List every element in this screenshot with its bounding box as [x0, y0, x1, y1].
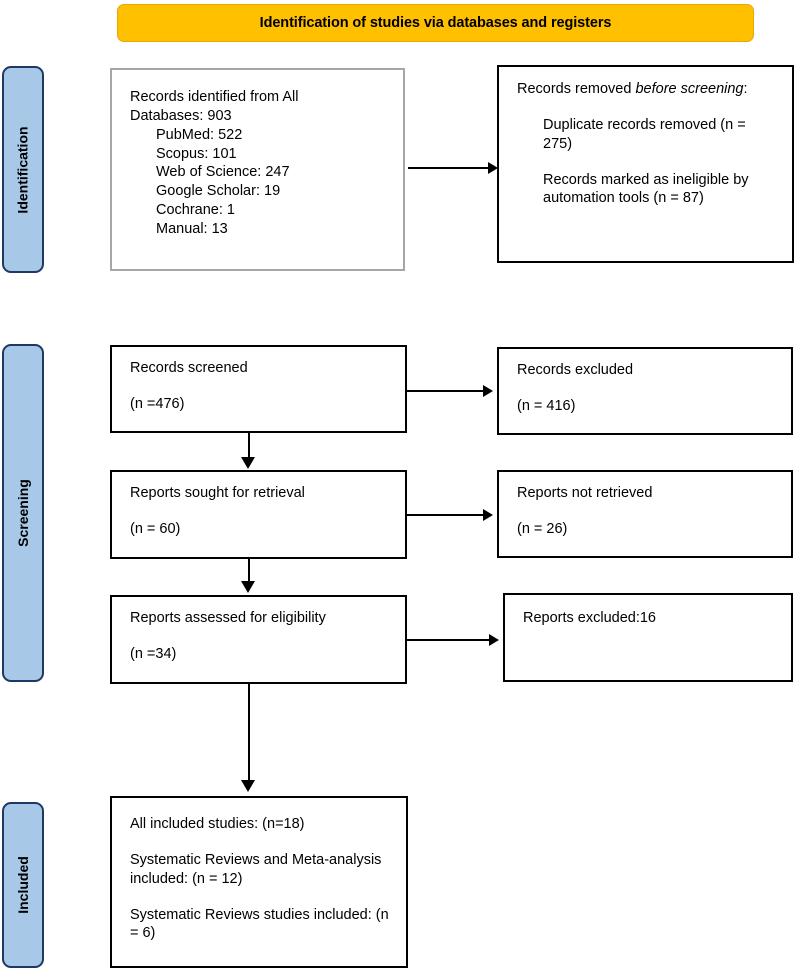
- records-removed-title-italic: before screening: [635, 81, 744, 97]
- records-identified-source-pubmed: PubMed: 522: [156, 126, 243, 143]
- box-reports-sought-for-retrieval: Reports sought for retrieval (n = 60): [110, 470, 407, 559]
- records-identified-line2: Databases: 903: [130, 107, 232, 124]
- records-identified-source-scopus: Scopus: 101: [156, 145, 237, 162]
- records-identified-line1: Records identified from All: [130, 89, 299, 105]
- arrowhead-sought-to-not-retrieved-icon: [483, 509, 493, 521]
- connector-sought-to-not-retrieved: [407, 514, 485, 516]
- included-systematic-reviews-meta-analysis: Systematic Reviews and Meta-analysis inc…: [130, 851, 382, 887]
- reports-sought-label: Reports sought for retrieval: [130, 485, 305, 501]
- arrowhead-screened-to-excluded-icon: [483, 385, 493, 397]
- box-records-identified: Records identified from All Databases: 9…: [110, 68, 405, 271]
- connector-screened-to-excluded: [407, 390, 485, 392]
- stage-bar-included: Included: [2, 802, 44, 968]
- connector-assessed-to-excluded16: [407, 639, 491, 641]
- records-removed-title-suffix: :: [743, 81, 748, 97]
- arrowhead-assessed-to-included-icon: [241, 780, 255, 792]
- stage-label-included: Included: [15, 856, 31, 914]
- reports-excluded-16-label: Reports excluded:16: [523, 610, 656, 626]
- connector-sought-to-assessed: [248, 559, 250, 583]
- records-removed-title: Records removed before screening:: [517, 80, 778, 99]
- box-reports-excluded-16: Reports excluded:16: [503, 593, 793, 682]
- records-identified-source-google-scholar: Google Scholar: 19: [156, 183, 281, 200]
- arrowhead-assessed-to-excluded16-icon: [489, 634, 499, 646]
- box-records-screened: Records screened (n =476): [110, 345, 407, 433]
- arrowhead-screened-to-sought-icon: [241, 457, 255, 469]
- records-identified-source-web-of-science: Web of Science: 247: [156, 164, 290, 181]
- records-removed-automation: Records marked as ineligible by automati…: [543, 171, 749, 207]
- stage-bar-identification: Identification: [2, 66, 44, 273]
- records-excluded-count: (n = 416): [517, 397, 576, 414]
- included-all-studies: All included studies: (n=18): [130, 816, 305, 832]
- connector-assessed-to-included: [248, 684, 250, 782]
- included-systematic-reviews-studies: Systematic Reviews studies included: (n …: [130, 906, 389, 942]
- stage-label-identification: Identification: [15, 125, 31, 214]
- connector-identified-to-removed: [408, 167, 490, 169]
- records-screened-label: Records screened: [130, 360, 248, 376]
- diagram-title: Identification of studies via databases …: [259, 15, 612, 31]
- arrowhead-identified-to-removed-icon: [488, 162, 498, 174]
- diagram-header-banner: Identification of studies via databases …: [117, 4, 754, 42]
- box-reports-not-retrieved: Reports not retrieved (n = 26): [497, 470, 793, 558]
- records-removed-duplicates: Duplicate records removed (n = 275): [543, 116, 746, 152]
- box-reports-assessed-for-eligibility: Reports assessed for eligibility (n =34): [110, 595, 407, 684]
- connector-screened-to-sought: [248, 433, 250, 459]
- records-identified-source-manual: Manual: 13: [156, 220, 228, 237]
- reports-not-retrieved-label: Reports not retrieved: [517, 485, 653, 501]
- records-screened-count: (n =476): [130, 395, 185, 412]
- reports-not-retrieved-count: (n = 26): [517, 520, 568, 537]
- box-included-studies: All included studies: (n=18) Systematic …: [110, 796, 408, 968]
- stage-bar-screening: Screening: [2, 344, 44, 682]
- stage-label-screening: Screening: [15, 479, 32, 547]
- reports-assessed-label: Reports assessed for eligibility: [130, 610, 326, 626]
- box-records-excluded: Records excluded (n = 416): [497, 347, 793, 435]
- box-records-removed-before-screening: Records removed before screening: Duplic…: [497, 65, 794, 263]
- reports-assessed-count: (n =34): [130, 645, 177, 662]
- records-removed-title-prefix: Records removed: [517, 81, 636, 97]
- reports-sought-count: (n = 60): [130, 520, 181, 537]
- arrowhead-sought-to-assessed-icon: [241, 581, 255, 593]
- records-excluded-label: Records excluded: [517, 362, 634, 378]
- records-identified-source-cochrane: Cochrane: 1: [156, 202, 235, 219]
